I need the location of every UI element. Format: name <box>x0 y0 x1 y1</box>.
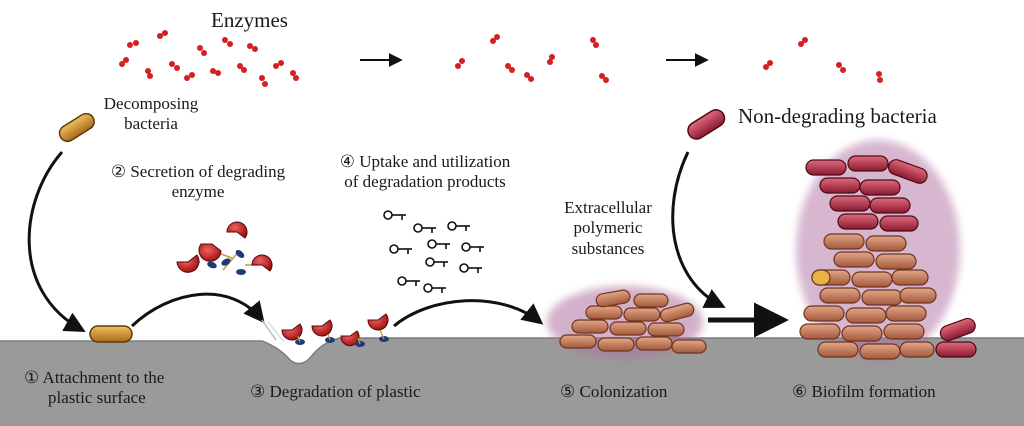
enzymes-label: Enzymes <box>211 8 288 32</box>
non-degrading-bacterium-icon <box>687 109 726 140</box>
enzyme-cluster-2 <box>455 34 609 83</box>
step2-label: ② Secretion of degrading enzyme <box>110 162 286 202</box>
arrow-non-degrading <box>671 151 726 308</box>
enzyme-cluster-3 <box>763 37 883 83</box>
secreted-enzymes-icon <box>176 221 273 275</box>
arrow-secretion <box>130 292 265 328</box>
arrow-uptake <box>393 299 544 328</box>
degrading-enzymes-icon <box>261 313 389 347</box>
step6-label: ⑥ Biofilm formation <box>792 382 936 401</box>
step4-label: ④ Uptake and utilization of degradation … <box>339 152 511 192</box>
degradation-products-icon <box>383 210 484 293</box>
plastic-surface <box>0 338 1024 426</box>
non-degrading-bacteria-label: Non-degrading bacteria <box>738 104 937 128</box>
decomposing-bacterium-icon <box>58 112 95 143</box>
eps-label: Extracellular polymeric substances <box>564 198 652 258</box>
attached-bacterium-icon <box>89 325 133 343</box>
arrow-attach <box>27 151 86 333</box>
enzyme-cluster-1 <box>119 30 299 87</box>
step1-label: ① Attachment to the plastic surface <box>24 368 165 408</box>
step5-label: ⑤ Colonization <box>560 382 668 401</box>
colony-icon <box>547 286 707 358</box>
step3-label: ③ Degradation of plastic <box>250 382 421 401</box>
biofilm-icon <box>796 140 977 360</box>
decomposing-bacteria-label: Decomposing bacteria <box>103 94 199 134</box>
